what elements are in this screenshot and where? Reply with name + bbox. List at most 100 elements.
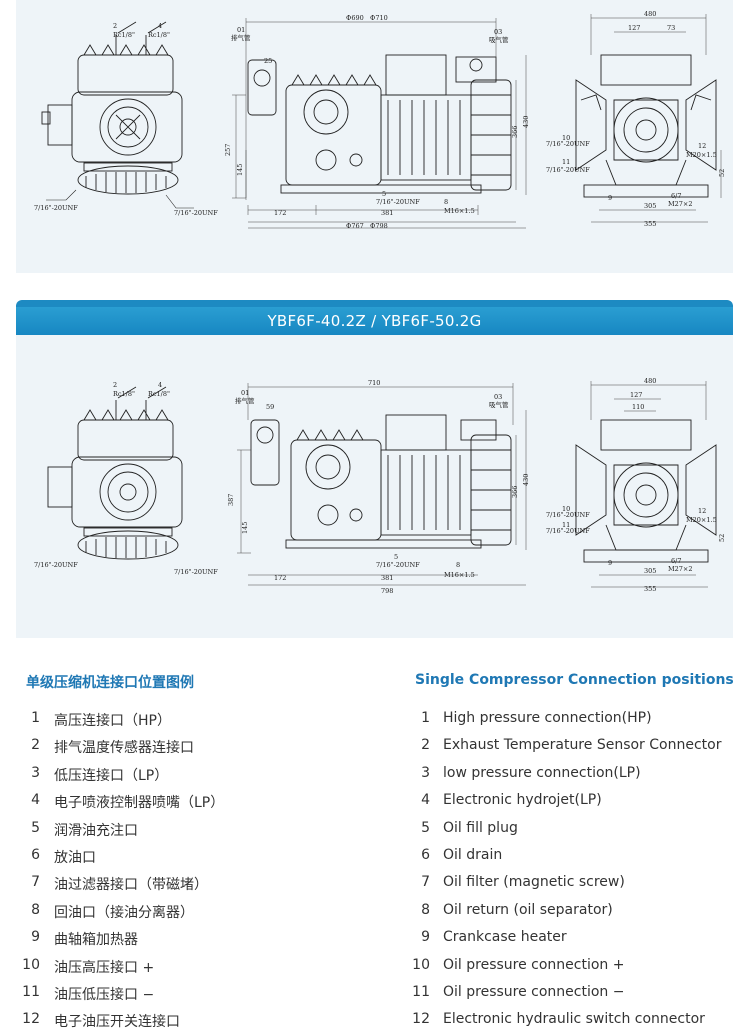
top-side-d798: Φ798 bbox=[370, 222, 388, 230]
top-side-n8: 8 bbox=[444, 198, 448, 206]
legend-number: 11 bbox=[22, 984, 40, 1000]
bottom-front-d127: 127 bbox=[630, 391, 642, 399]
model-banner: YBF6F-40.2Z / YBF6F-50.2G bbox=[16, 307, 733, 335]
legend-number: 2 bbox=[31, 737, 40, 753]
bottom-side-d381: 381 bbox=[381, 574, 393, 582]
bottom-side-d387: 387 bbox=[227, 494, 235, 506]
top-side-d710: Φ710 bbox=[370, 14, 388, 22]
bottom-side-d710: 710 bbox=[368, 379, 380, 387]
top-side-d257: 257 bbox=[224, 144, 232, 156]
legend-number: 6 bbox=[31, 847, 40, 863]
legend-label-en: Oil drain bbox=[443, 847, 503, 863]
legend-label-en: Electronic hydraulic switch connector bbox=[443, 1011, 705, 1027]
bottom-side-m16: M16×1.5 bbox=[444, 571, 475, 579]
bottom-left-rc2: Rc1/8" bbox=[113, 390, 135, 398]
bottom-front-unf2: 7/16"-20UNF bbox=[546, 527, 590, 535]
top-side-view bbox=[247, 54, 512, 194]
legend-label-cn: 高压连接口（HP） bbox=[54, 713, 171, 729]
legend-label-en: Oil pressure connection − bbox=[443, 984, 625, 1000]
top-side-d366: 366 bbox=[511, 126, 519, 138]
top-side-d145: 145 bbox=[236, 164, 244, 176]
bottom-drawing-panel: 2 Rc1/8" 4 Rc1/8" 7/16"-20UNF 7/16"-20UN… bbox=[16, 335, 733, 638]
top-side-m16: M16×1.5 bbox=[444, 207, 475, 215]
bottom-front-m20: M20×1.5 bbox=[686, 516, 717, 524]
legend-label-en: Oil fill plug bbox=[443, 820, 518, 836]
bottom-side-d172: 172 bbox=[274, 574, 286, 582]
banner-top-edge bbox=[16, 300, 733, 308]
top-front-m20: M20×1.5 bbox=[686, 151, 717, 159]
legend-number: 6 bbox=[421, 847, 430, 863]
legend-title-cn: 单级压缩机连接口位置图例 bbox=[26, 675, 194, 691]
legend-number: 5 bbox=[421, 820, 430, 836]
top-technical-drawing: 2 Rc1/8" 4 Rc1/8" 7/16"-20UNF 7/16"-20UN… bbox=[34, 10, 726, 230]
legend-section bbox=[0, 640, 750, 1022]
legend-label-en: low pressure connection(LP) bbox=[443, 765, 641, 781]
top-side-d767: Φ767 bbox=[346, 222, 364, 230]
bottom-side-lbl1: 01 bbox=[241, 389, 249, 397]
top-front-n11: 11 bbox=[562, 158, 570, 166]
legend-label-en: Exhaust Temperature Sensor Connector bbox=[443, 737, 722, 753]
legend-label-en: High pressure connection(HP) bbox=[443, 710, 652, 726]
top-front-d127: 127 bbox=[628, 24, 640, 32]
bottom-front-n52: 52 bbox=[718, 534, 726, 542]
bottom-front-n67: 6/7 bbox=[671, 557, 681, 565]
bottom-left-n4: 4 bbox=[158, 381, 162, 389]
legend-number: 2 bbox=[421, 737, 430, 753]
top-side-d25: 25 bbox=[264, 57, 272, 65]
legend-number: 9 bbox=[421, 929, 430, 945]
legend-label-cn: 低压连接口（LP） bbox=[54, 768, 169, 784]
bottom-side-d366: 366 bbox=[511, 486, 519, 498]
legend-label-en: Oil filter (magnetic screw) bbox=[443, 874, 625, 890]
legend-number: 10 bbox=[412, 957, 430, 973]
top-side-d430: 430 bbox=[522, 116, 530, 128]
legend-number: 7 bbox=[421, 874, 430, 890]
legend-number: 8 bbox=[421, 902, 430, 918]
top-front-n52: 52 bbox=[718, 169, 726, 177]
legend-number: 9 bbox=[31, 929, 40, 945]
top-front-m27: M27×2 bbox=[668, 200, 693, 208]
bottom-side-unf: 7/16"-20UNF bbox=[376, 561, 420, 569]
legend-label-cn: 油压高压接口 + bbox=[54, 960, 155, 976]
bottom-side-n5: 5 bbox=[394, 553, 398, 561]
top-side-lbl3: 03 bbox=[494, 28, 502, 36]
top-front-unf1: 7/16"-20UNF bbox=[546, 140, 590, 148]
top-front-view bbox=[575, 54, 717, 198]
legend-label-en: Oil pressure connection + bbox=[443, 957, 625, 973]
bottom-front-n9: 9 bbox=[608, 559, 612, 567]
legend-number: 10 bbox=[22, 957, 40, 973]
bottom-side-lbl3: 03 bbox=[494, 393, 502, 401]
bottom-side-lbl3b: 吸气管 bbox=[489, 400, 509, 409]
top-side-d690: Φ690 bbox=[346, 14, 364, 22]
bottom-front-n12: 12 bbox=[698, 507, 706, 515]
legend-label-cn: 曲轴箱加热器 bbox=[54, 932, 138, 948]
legend-number: 1 bbox=[31, 710, 40, 726]
bottom-side-d798: 798 bbox=[381, 587, 393, 595]
legend-number: 11 bbox=[412, 984, 430, 1000]
top-front-d480: 480 bbox=[644, 10, 656, 18]
top-side-lbl1: 01 bbox=[237, 26, 245, 34]
legend-label-en: Oil return (oil separator) bbox=[443, 902, 613, 918]
legend-number: 7 bbox=[31, 874, 40, 890]
legend-label-cn: 电子喷液控制器喷嘴（LP） bbox=[54, 795, 225, 811]
bottom-front-n10: 10 bbox=[562, 505, 570, 513]
top-left-rc2: Rc1/8" bbox=[113, 31, 135, 39]
top-front-n10: 10 bbox=[562, 134, 570, 142]
legend-label-cn: 油过滤器接口（带磁堵） bbox=[54, 877, 208, 893]
bottom-left-view bbox=[47, 386, 183, 560]
bottom-side-lbl1b: 排气管 bbox=[235, 396, 255, 405]
legend-number: 4 bbox=[31, 792, 40, 808]
top-left-unf-a: 7/16"-20UNF bbox=[34, 204, 78, 212]
legend-label-cn: 润滑油充注口 bbox=[54, 823, 138, 839]
legend-label-cn: 放油口 bbox=[54, 850, 96, 866]
top-side-d381: 381 bbox=[381, 209, 393, 217]
top-front-d305: 305 bbox=[644, 202, 656, 210]
bottom-left-unf-a: 7/16"-20UNF bbox=[34, 561, 78, 569]
bottom-front-d305: 305 bbox=[644, 567, 656, 575]
bottom-front-view bbox=[575, 419, 717, 563]
bottom-technical-drawing: 2 Rc1/8" 4 Rc1/8" 7/16"-20UNF 7/16"-20UN… bbox=[34, 377, 726, 595]
bottom-front-n11: 11 bbox=[562, 521, 570, 529]
top-left-n2: 2 bbox=[113, 22, 117, 30]
legend-number: 3 bbox=[421, 765, 430, 781]
legend-title-en: Single Compressor Connection positions bbox=[415, 672, 734, 688]
top-left-n4: 4 bbox=[158, 22, 162, 30]
